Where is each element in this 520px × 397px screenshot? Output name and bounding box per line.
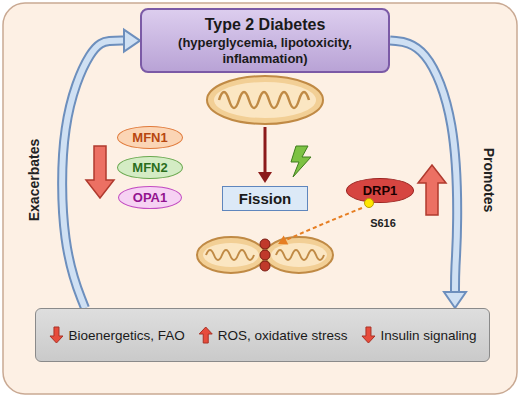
mitochondrion-fragment	[265, 237, 333, 273]
mitochondrion-fragment	[197, 237, 265, 273]
arrow-body	[390, 41, 457, 292]
feedback-arrow	[390, 41, 466, 308]
outcome-text: Bioenergetics, FAO	[48, 328, 184, 343]
matrix	[271, 243, 327, 267]
drp1-ring	[260, 239, 270, 249]
decrease-arrow	[86, 146, 114, 198]
outcome-text: Insulin signaling	[360, 328, 476, 343]
site-label: S616	[370, 217, 396, 229]
node-label: Fission	[239, 190, 292, 207]
node-label: DRP1	[363, 183, 398, 198]
drp1-ring	[260, 250, 270, 260]
increase-arrow	[418, 165, 446, 215]
fragmented-mitochondria	[197, 237, 333, 273]
recruitment-arrow	[286, 208, 362, 240]
outcome-box: Bioenergetics, FAO ROS, oxidative stress I…	[35, 308, 490, 362]
background-panel	[3, 3, 517, 394]
phospho-site	[365, 199, 374, 208]
fusion-protein: OPA1	[118, 186, 182, 209]
arrowhead	[278, 235, 288, 244]
edge-label: Exacerbates	[26, 139, 42, 222]
process-box: Fission	[222, 186, 309, 211]
disease-title: Type 2 Diabetes	[152, 15, 378, 35]
decrease-arrow	[49, 327, 62, 343]
mitochondrion	[207, 76, 323, 124]
increase-arrow	[199, 327, 212, 343]
arrow-outline	[390, 41, 457, 292]
arrowhead	[258, 172, 272, 183]
arrow-body	[62, 41, 124, 308]
matrix	[214, 82, 316, 118]
edge-label: Promotes	[481, 148, 497, 213]
outcome-text: ROS, oxidative stress	[198, 328, 348, 343]
fusion-protein: MFN1	[117, 126, 182, 149]
cristae	[276, 250, 324, 260]
fission-arrow	[264, 127, 267, 172]
disease-subtitle: (hyperglycemia, lipotoxicity, inflammati…	[152, 35, 378, 66]
cristae	[206, 250, 254, 260]
drp1-ring	[260, 261, 270, 271]
stress-bolt	[291, 146, 311, 177]
node-label: MFN1	[132, 130, 167, 145]
node-label: OPA1	[133, 190, 167, 205]
arrowhead	[124, 30, 140, 52]
arrowhead	[444, 292, 466, 308]
arrow-outline	[62, 41, 124, 308]
decrease-arrow	[361, 327, 374, 343]
outer-membrane	[207, 76, 323, 124]
cristae	[219, 92, 309, 108]
condition-box: Type 2 Diabetes(hyperglycemia, lipotoxic…	[140, 8, 390, 73]
matrix	[203, 243, 259, 267]
fusion-protein: MFN2	[117, 156, 182, 179]
node-label: MFN2	[132, 160, 167, 175]
fission-protein: DRP1	[346, 178, 415, 203]
